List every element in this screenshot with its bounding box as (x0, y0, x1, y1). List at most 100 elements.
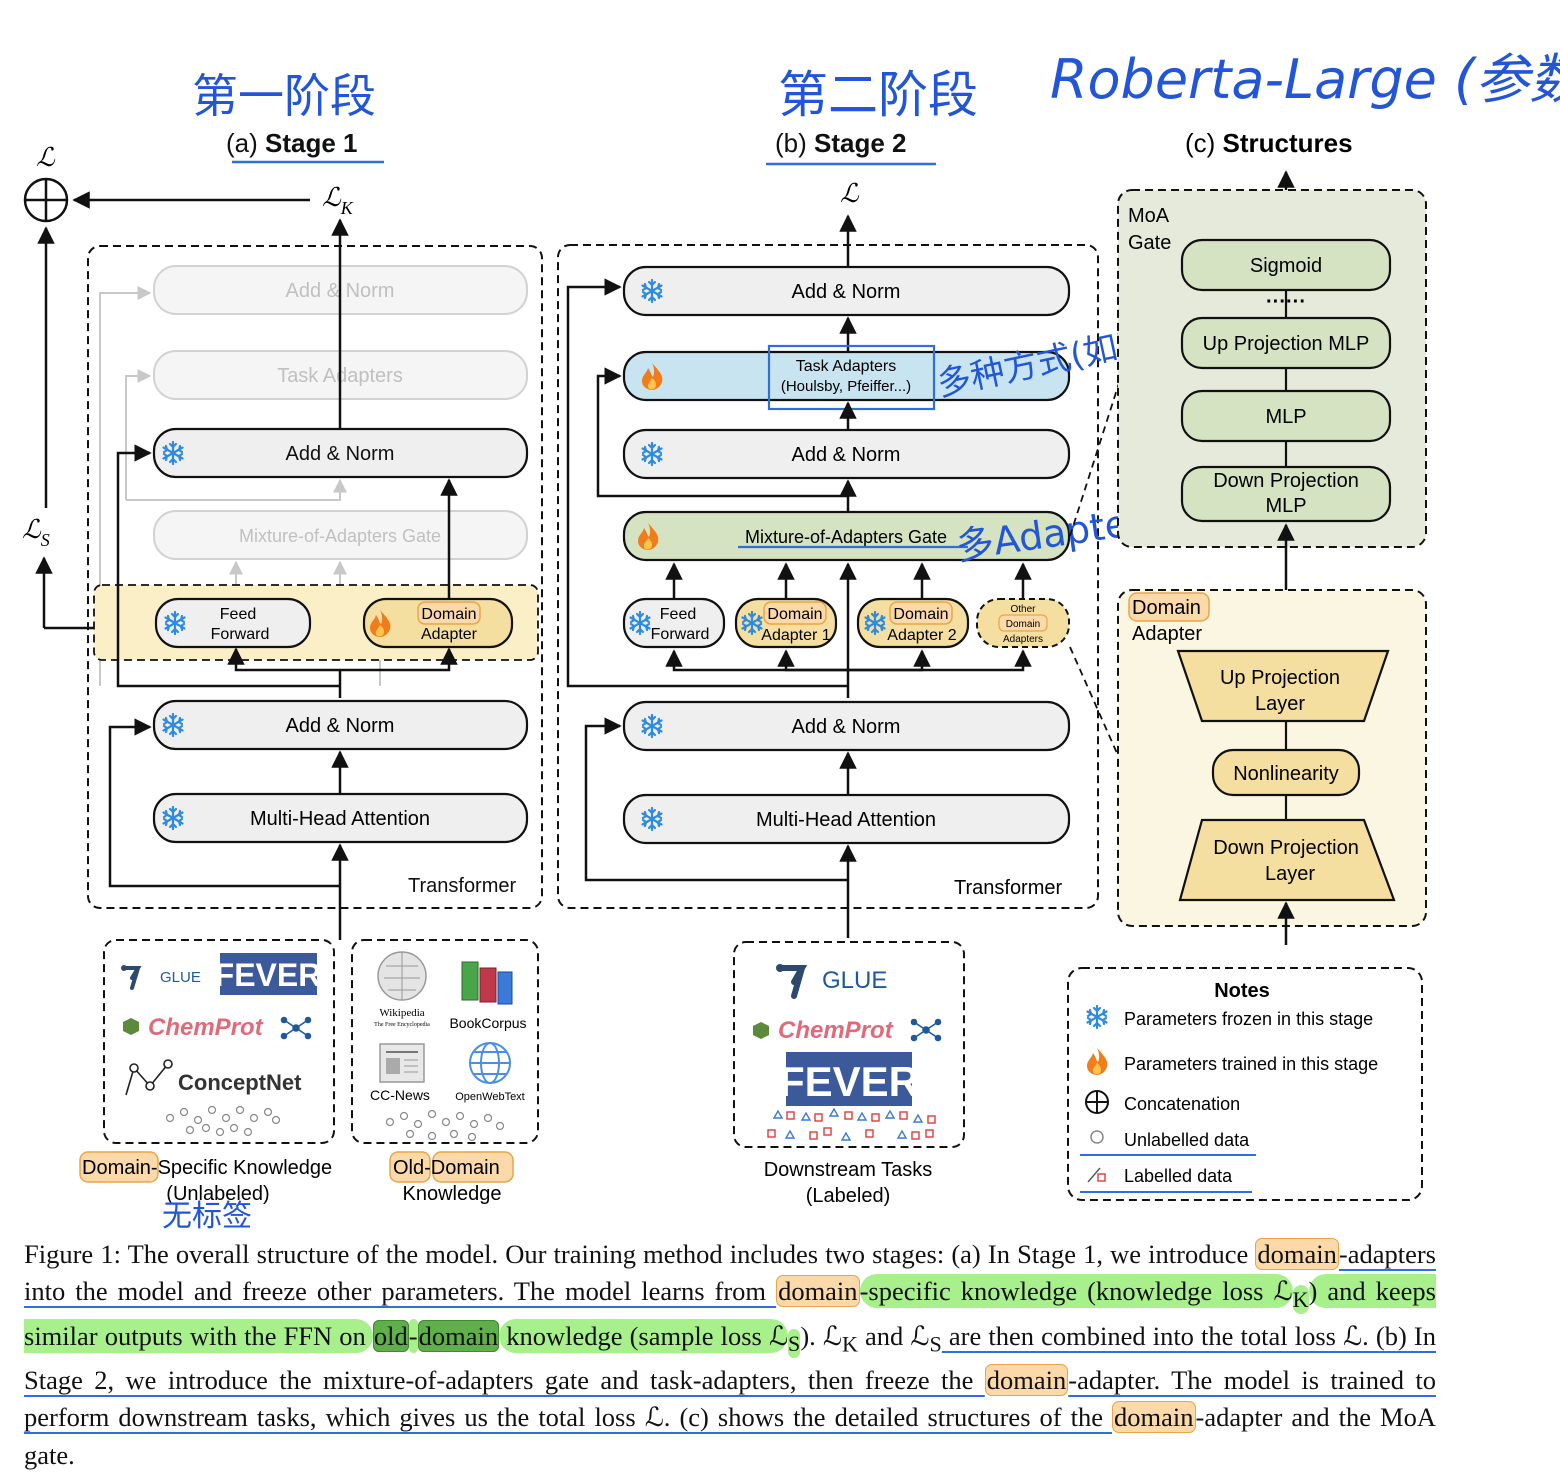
structures-title: (c) Structures (1185, 128, 1353, 158)
s1-mha (152, 792, 529, 844)
downstream-tasks-label: Downstream Tasks (764, 1159, 933, 1181)
domain-specific-knowledge-label: Domain-Specific Knowledge (82, 1157, 332, 1179)
hexagon-icon (753, 1022, 769, 1039)
down-projection-layer-label-1: Down Projection (1213, 837, 1359, 859)
stage1-transformer-box (87, 245, 543, 909)
fever-logo (220, 953, 317, 995)
handwritten-stage1-note: 第一阶段 (192, 69, 376, 123)
fever-label: FEVER (215, 957, 322, 993)
s1-moa-gate-label: Mixture-of-Adapters Gate (239, 526, 441, 546)
knowledge-loss-label: ℒK (322, 183, 354, 218)
notes-title: Notes (1214, 980, 1270, 1002)
notes-unlabelled: Unlabelled data (1124, 1130, 1250, 1150)
s2-da2-label-1: Domain (893, 606, 948, 623)
handwritten-unlabeled-note: 无标签 (162, 1199, 252, 1230)
s2-loss-label: ℒ (840, 179, 860, 208)
up-projection-layer (1176, 649, 1390, 723)
molecule-icon (280, 1016, 312, 1040)
figure-caption: Figure 1: The overall structure of the m… (24, 1238, 1436, 1470)
domain-highlight (79, 1151, 159, 1183)
domain-highlight (1128, 592, 1210, 622)
domain-highlight (389, 1151, 431, 1183)
unlabelled-dots-icon (165, 1105, 281, 1137)
notes-concat: Concatenation (1124, 1094, 1240, 1114)
s1-add-norm-bottom (152, 699, 529, 751)
domain-highlight (998, 614, 1048, 632)
notes-frozen: Parameters frozen in this stage (1124, 1009, 1373, 1029)
down-projection-layer (1178, 818, 1396, 902)
up-projection-layer-label-1: Up Projection (1220, 667, 1340, 689)
s1-da-label-1: Domain (421, 606, 476, 623)
labeled-label: (Labeled) (806, 1185, 891, 1207)
glue-logo-icon (121, 965, 142, 990)
up-projection-mlp-label: Up Projection MLP (1203, 333, 1370, 355)
wikipedia-tagline: The Free Encyclopedia (374, 1022, 430, 1028)
s1-ff-label-2: Forward (211, 626, 270, 643)
snowflake-icon (1086, 1004, 1108, 1030)
newspaper-icon (379, 1043, 425, 1083)
hexagon-icon (123, 1018, 139, 1035)
stage1-transformer-label: Transformer (408, 875, 517, 897)
up-projection-layer-label-2: Layer (1255, 693, 1305, 715)
globe-icon (469, 1042, 511, 1084)
down-projection-layer-label-2: Layer (1265, 863, 1315, 885)
wikipedia-label: Wikipedia (379, 1007, 424, 1019)
s2-other-label-2: Domain (1006, 619, 1040, 630)
stage2-transformer-box (557, 244, 1099, 909)
s2-ff-label-2: Forward (651, 626, 710, 643)
s1-da-label-2: Adapter (421, 626, 478, 643)
domain-adapter-label-1: Domain (1132, 597, 1201, 619)
s2-task-adapters (622, 350, 1071, 402)
unlabelled-circle-icon (1090, 1130, 1104, 1144)
concat-icon (1085, 1090, 1109, 1114)
s2-da1-label-1: Domain (767, 606, 822, 623)
labelled-data-icons (767, 1107, 936, 1141)
knowledge-label: Knowledge (403, 1183, 502, 1205)
architecture-figure: 第一阶段 第二阶段 Roberta-Large (参数2080 (a) Stag… (22, 48, 1560, 1230)
old-domain-datasets-box (351, 939, 539, 1144)
flame-icon (1087, 1048, 1108, 1075)
domain-specific-datasets-box (103, 939, 335, 1144)
nonlinearity-label: Nonlinearity (1233, 763, 1339, 785)
s1-add-norm-bottom-label: Add & Norm (286, 715, 395, 737)
moa-label-2: Gate (1128, 232, 1171, 254)
ccnews-label: CC-News (370, 1087, 430, 1103)
sample-loss-label: ℒS (22, 515, 50, 550)
unlabelled-dots-icon (385, 1109, 505, 1142)
s2-add-norm-bottom (622, 700, 1071, 752)
fever-logo (786, 1052, 912, 1106)
s2-moa-gate-label: Mixture-of-Adapters Gate (745, 527, 947, 547)
handwritten-stage2-note: 第二阶段 (778, 66, 978, 124)
notes-trained: Parameters trained in this stage (1124, 1054, 1378, 1074)
fever-label-2: FEVER (779, 1058, 919, 1105)
moa-label-1: MoA (1128, 205, 1170, 227)
glue-logo-icon (776, 964, 808, 999)
s1-mha-label: Multi-Head Attention (250, 808, 430, 830)
domain-adapter-label-2: Adapter (1132, 623, 1202, 645)
s2-add-norm-mid-label: Add & Norm (792, 444, 901, 466)
wikipedia-globe-icon (377, 951, 427, 1001)
molecule-icon (910, 1018, 942, 1042)
down-projection-mlp-box (1180, 465, 1392, 523)
s2-add-norm-top (622, 265, 1071, 317)
conceptnet-label: ConceptNet (178, 1070, 302, 1095)
handwritten-roberta-note: Roberta-Large (参数2080 (1050, 48, 1560, 111)
s2-add-norm-bottom-label: Add & Norm (792, 716, 901, 738)
s2-add-norm-mid (622, 428, 1071, 480)
s2-task-adapters-label-1: Task Adapters (796, 358, 897, 375)
bookcorpus-label: BookCorpus (449, 1015, 526, 1031)
s2-ff-label-1: Feed (660, 606, 696, 623)
domain-highlight (417, 601, 481, 625)
s2-da2-label-2: Adapter 2 (887, 627, 956, 644)
s1-moa-gate (153, 510, 528, 560)
s2-task-adapters-label-2: (Houlsby, Pfeiffer...) (781, 378, 911, 395)
s1-feed-forward (154, 597, 312, 649)
chemprot-label-2: ChemProt (778, 1017, 894, 1044)
s2-add-norm-top-label: Add & Norm (792, 281, 901, 303)
concat-symbol (23, 177, 69, 223)
downstream-datasets-box (733, 941, 965, 1148)
s2-other-label-3: Adapters (1003, 634, 1043, 645)
books-icon (461, 961, 513, 1005)
domain-highlight (432, 1151, 514, 1183)
glue-label-large: GLUE (822, 967, 887, 994)
